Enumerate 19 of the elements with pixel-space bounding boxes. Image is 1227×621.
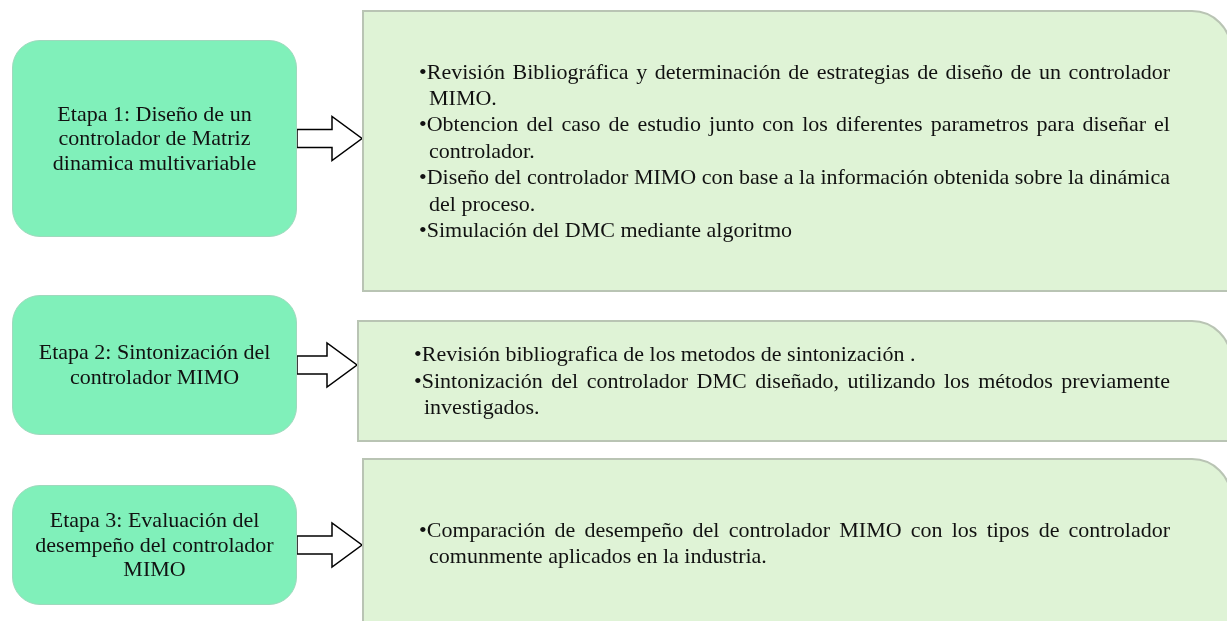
stage-title: Etapa 3: Evaluación del desempeño del controlador MIMO <box>34 508 275 582</box>
block-arrow <box>296 521 364 569</box>
block-arrow <box>296 115 364 162</box>
task-item: •Comparación de desempeño del controlador MIMO con los tipos de controlador comunmente aplicados en la industria. <box>419 516 1170 570</box>
task-item: •Sintonización del controlador DMC diseñado, utilizando los métodos previamente investigados. <box>414 367 1170 421</box>
stage-box <box>12 485 297 605</box>
task-item: •Revisión bibliografica de los metodos de sintonización . <box>414 341 917 368</box>
task-panel <box>357 320 1227 442</box>
stage-box <box>12 40 297 237</box>
task-item: •Revisión Bibliográfica y determinación de estrategias de diseño de un controlador MIMO. <box>419 58 1170 112</box>
stage-title: Etapa 2: Sintonización del controlador MIMO <box>37 340 272 390</box>
task-item: •Obtencion del caso de estudio junto con los diferentes parametros para diseñar el controlador. <box>419 111 1170 165</box>
task-item: •Simulación del DMC mediante algoritmo <box>419 216 794 244</box>
task-item: •Diseño del controlador MIMO con base a la información obtenida sobre la dinámica del proceso. <box>419 164 1170 217</box>
stage-title: Etapa 1: Diseño de un controlador de Matriz dinamica multivariable <box>51 101 258 176</box>
task-panel <box>362 10 1227 292</box>
stage-box <box>12 295 297 435</box>
block-arrow <box>296 341 359 389</box>
task-panel <box>362 458 1227 621</box>
